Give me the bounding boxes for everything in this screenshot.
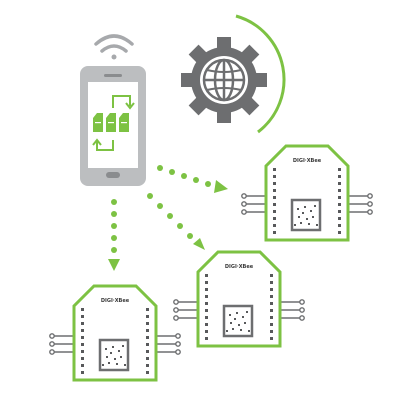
wifi-icon — [94, 34, 134, 60]
module-label: DIGI·XBee — [293, 158, 322, 164]
orbit-arc — [235, 14, 286, 134]
module-label: DIGI·XBee — [225, 264, 254, 270]
xbee-module-icon: DIGI·XBee — [48, 284, 182, 382]
xbee-module-icon: DIGI·XBee — [240, 144, 374, 242]
connection-dots — [108, 165, 228, 271]
xbee-module-icon: DIGI·XBee — [172, 250, 306, 348]
module-label: DIGI·XBee — [101, 298, 130, 304]
gear-globe-icon — [181, 14, 286, 134]
sync-arrows-icon — [92, 95, 135, 151]
smartphone-icon — [80, 66, 146, 186]
